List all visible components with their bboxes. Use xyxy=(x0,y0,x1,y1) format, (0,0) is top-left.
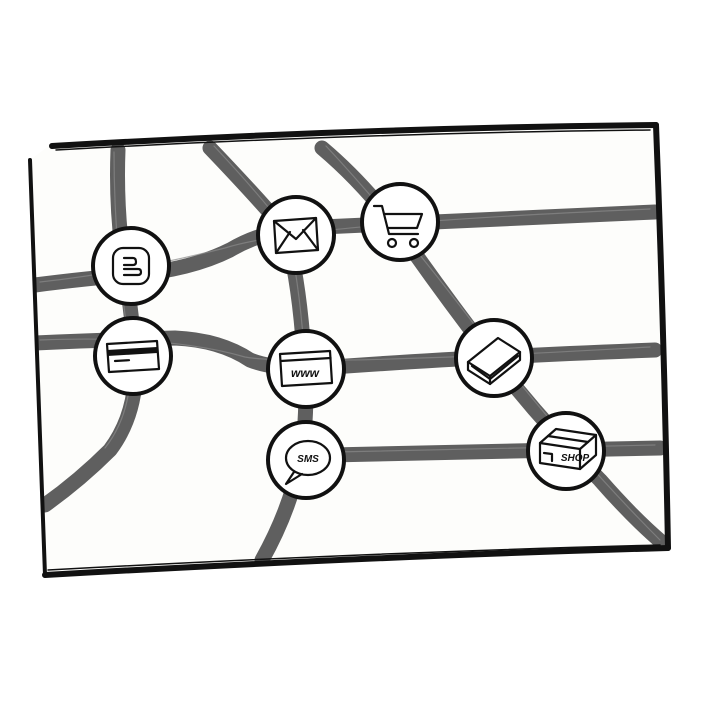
map-paper xyxy=(30,125,668,575)
envelope-icon xyxy=(272,216,320,255)
sms-node[interactable]: SMS xyxy=(266,420,346,500)
shop-box-icon: SHOP xyxy=(538,427,598,471)
card-node[interactable] xyxy=(93,316,173,396)
blogger-icon xyxy=(111,246,151,286)
sms-label: SMS xyxy=(297,454,319,465)
book-icon xyxy=(466,336,522,386)
credit-card-icon xyxy=(105,339,161,374)
mail-node[interactable] xyxy=(256,195,336,275)
browser-window-icon: www xyxy=(278,349,334,388)
map-frame xyxy=(28,122,671,578)
shopping-cart-icon xyxy=(372,204,424,249)
speech-bubble-icon: SMS xyxy=(284,439,332,486)
cart-node[interactable] xyxy=(360,182,440,262)
book-node[interactable] xyxy=(454,318,534,398)
www-node[interactable]: www xyxy=(266,329,346,409)
shop-label: SHOP xyxy=(561,453,590,464)
shop-node[interactable]: SHOP xyxy=(526,411,606,491)
www-label: www xyxy=(291,366,320,380)
blogger-node[interactable] xyxy=(91,226,171,306)
